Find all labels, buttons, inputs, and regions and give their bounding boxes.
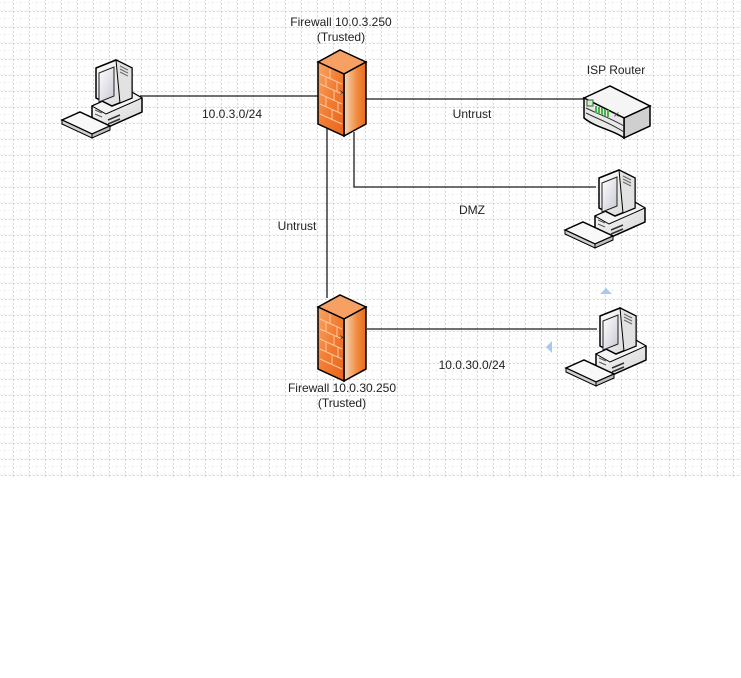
- firewall-2-label: Firewall 10.0.30.250 (Trusted): [267, 381, 417, 411]
- firewall-1-icon[interactable]: ×: [317, 49, 367, 137]
- firewall-1-label-line2: (Trusted): [316, 30, 366, 44]
- firewall-2-icon[interactable]: ×: [317, 294, 367, 382]
- firewall-2-label-line1: Firewall 10.0.30.250: [287, 381, 397, 395]
- edge-label-10-0-3-0: 10.0.3.0/24: [201, 107, 263, 121]
- edge-label-10-0-30-0: 10.0.30.0/24: [438, 358, 506, 372]
- isp-router-icon[interactable]: ×: [582, 85, 652, 140]
- connection-handle-up[interactable]: [600, 288, 612, 294]
- firewall-1-label: Firewall 10.0.3.250 (Trusted): [266, 15, 416, 45]
- edge-label-untrust-vertical: Untrust: [277, 219, 317, 233]
- firewall-2-label-line2: (Trusted): [317, 396, 367, 410]
- svg-text:×: ×: [339, 333, 346, 342]
- svg-text:×: ×: [613, 110, 620, 119]
- isp-router-label: ISP Router: [586, 63, 646, 77]
- edge-label-dmz: DMZ: [459, 203, 485, 217]
- firewall-1-label-line1: Firewall 10.0.3.250: [290, 15, 392, 29]
- connector-firewall-1-pc-dmz[interactable]: [353, 132, 596, 188]
- connection-handle-left[interactable]: [546, 341, 552, 353]
- edge-label-untrust-router: Untrust: [452, 107, 492, 121]
- svg-text:×: ×: [339, 88, 346, 97]
